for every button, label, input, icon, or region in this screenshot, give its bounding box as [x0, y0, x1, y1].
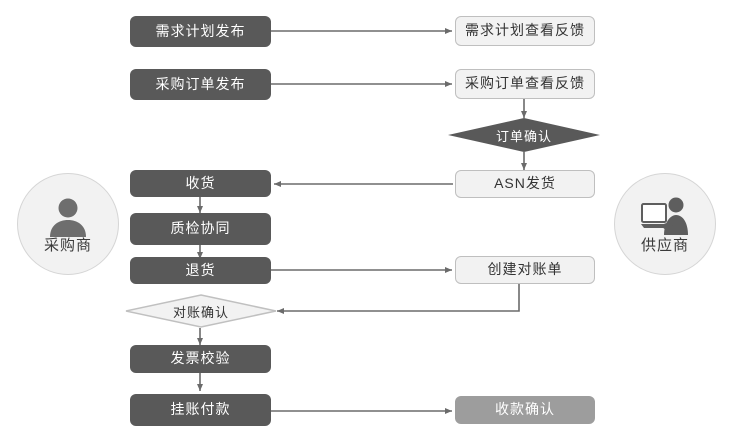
node-po-feedback[interactable]: 采购订单查看反馈 — [455, 69, 595, 99]
node-label: 需求计划发布 — [155, 22, 246, 39]
actor-buyer: 采购商 — [17, 173, 119, 275]
diamond-shape — [125, 294, 277, 328]
node-label: 采购订单发布 — [155, 75, 246, 92]
node-po-publish[interactable]: 采购订单发布 — [130, 69, 271, 100]
person-at-computer-icon — [641, 197, 688, 235]
node-receive-goods[interactable]: 收货 — [130, 170, 271, 197]
node-statement-confirm[interactable]: 对账确认 — [125, 294, 277, 328]
node-label: 订单确认 — [495, 128, 552, 144]
node-demand-plan-publish[interactable]: 需求计划发布 — [130, 16, 271, 47]
node-label: 收款确认 — [495, 401, 555, 418]
node-asn-ship[interactable]: ASN发货 — [455, 170, 595, 198]
node-label: ASN发货 — [494, 175, 556, 192]
node-label: 质检协同 — [170, 220, 231, 237]
edge-statement-to-confirm — [277, 284, 520, 314]
node-return-goods[interactable]: 退货 — [130, 257, 271, 284]
node-label: 退货 — [185, 261, 216, 278]
diamond-shape — [448, 118, 600, 152]
node-receipt-confirm[interactable]: 收款确认 — [455, 396, 595, 424]
node-order-confirm[interactable]: 订单确认 — [448, 118, 600, 152]
node-demand-plan-feedback[interactable]: 需求计划查看反馈 — [455, 16, 595, 46]
node-label: 需求计划查看反馈 — [465, 22, 585, 39]
node-label: 采购订单查看反馈 — [465, 75, 585, 92]
actor-buyer-label: 采购商 — [43, 237, 92, 254]
node-label: 创建对账单 — [487, 261, 563, 278]
person-icon — [50, 198, 86, 237]
node-label: 收货 — [185, 174, 216, 191]
actor-supplier: 供应商 — [614, 173, 716, 275]
node-label: 发票校验 — [170, 350, 231, 367]
node-payable-payment[interactable]: 挂账付款 — [130, 394, 271, 426]
node-invoice-verify[interactable]: 发票校验 — [130, 345, 271, 373]
node-quality-check[interactable]: 质检协同 — [130, 213, 271, 245]
actor-supplier-label: 供应商 — [640, 237, 689, 254]
node-label: 对账确认 — [172, 304, 229, 320]
node-label: 挂账付款 — [170, 401, 231, 418]
node-create-statement[interactable]: 创建对账单 — [455, 256, 595, 284]
